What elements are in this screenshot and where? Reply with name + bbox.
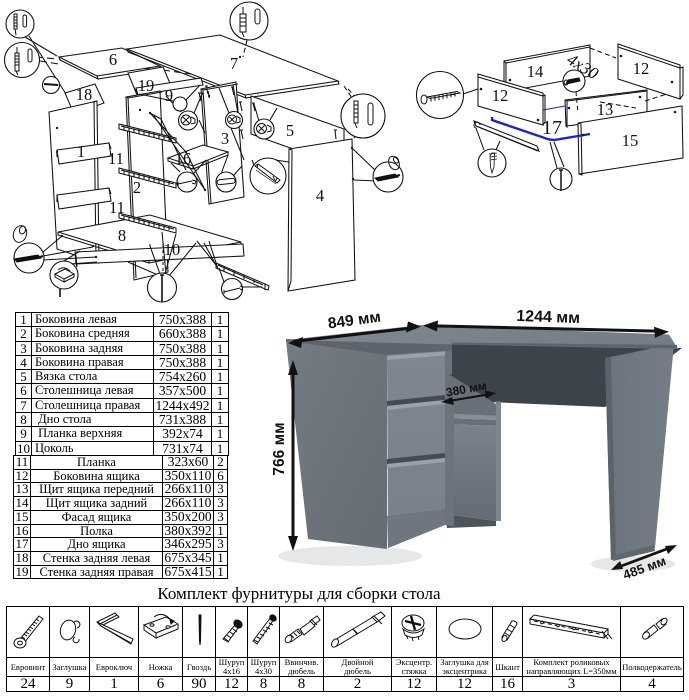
svg-text:14: 14 bbox=[527, 62, 544, 81]
svg-text:13: 13 bbox=[597, 100, 614, 119]
svg-text:12: 12 bbox=[633, 59, 650, 78]
svg-text:7: 7 bbox=[230, 54, 238, 73]
svg-text:8: 8 bbox=[118, 226, 126, 245]
svg-text:849 мм: 849 мм bbox=[327, 309, 382, 333]
svg-text:1: 1 bbox=[77, 142, 85, 161]
svg-text:1244 мм: 1244 мм bbox=[516, 308, 580, 327]
svg-text:16: 16 bbox=[175, 149, 192, 168]
svg-text:3: 3 bbox=[221, 129, 229, 148]
svg-text:10: 10 bbox=[164, 240, 181, 259]
svg-text:2: 2 bbox=[133, 178, 141, 197]
svg-text:5: 5 bbox=[286, 121, 294, 140]
svg-text:18: 18 bbox=[76, 85, 93, 104]
svg-text:766 мм: 766 мм bbox=[271, 422, 288, 475]
svg-text:4: 4 bbox=[316, 186, 324, 205]
svg-text:15: 15 bbox=[622, 131, 639, 150]
svg-text:17: 17 bbox=[542, 117, 562, 139]
svg-text:6: 6 bbox=[109, 50, 117, 69]
svg-text:9: 9 bbox=[165, 86, 173, 105]
svg-text:12: 12 bbox=[492, 86, 509, 105]
svg-text:11: 11 bbox=[108, 149, 124, 168]
svg-text:11: 11 bbox=[109, 198, 125, 217]
svg-text:19: 19 bbox=[138, 76, 155, 95]
